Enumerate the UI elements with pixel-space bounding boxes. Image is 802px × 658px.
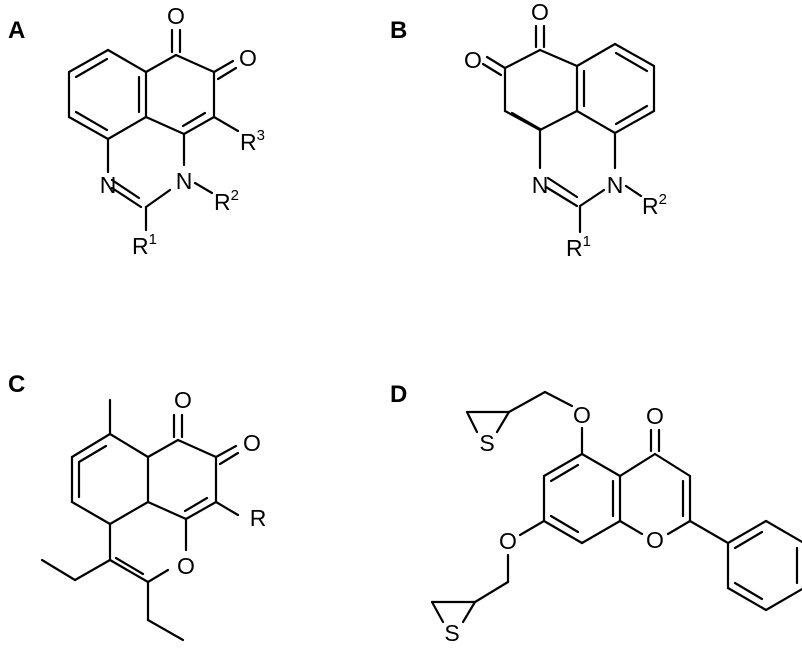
panel-d-bonds [430,390,802,624]
oxygen-atom-label: O [531,0,549,25]
substituent-r-label: R [250,505,267,531]
panel-b-structure: B [390,0,667,261]
panel-b-bonds [481,24,656,234]
oxygen-atom-label: O [174,387,192,413]
substituent-r1-label: R1 [566,233,591,261]
oxygen-atom-label: O [167,3,185,29]
oxygen-atom-label: O [243,430,261,456]
oxygen-atom-label: O [646,527,664,553]
oxygen-atom-label: O [177,553,195,579]
substituent-r1-label: R1 [132,231,157,259]
panel-a-bonds [67,28,240,232]
panel-label-c: C [8,371,25,398]
nitrogen-atom-label: N [607,172,624,198]
sulfur-atom-label: S [479,430,494,456]
substituent-r2-label: R2 [642,191,667,219]
panel-label-a: A [8,17,25,44]
nitrogen-atom-label: N [532,172,549,198]
panel-label-d: D [390,381,407,408]
oxygen-atom-label: O [573,402,591,428]
substituent-r3-label: R3 [240,127,265,155]
sulfur-atom-label: S [444,620,459,646]
panel-label-b: B [390,17,407,44]
oxygen-atom-label: O [646,403,664,429]
panel-d-structure: D [390,381,802,646]
oxygen-atom-label: O [499,528,517,554]
oxygen-atom-label: O [239,45,257,71]
panel-c-structure: C [8,371,267,642]
substituent-r2-label: R2 [214,187,239,215]
nitrogen-atom-label: N [100,172,117,198]
panel-a-structure: A [8,3,265,259]
panel-c-bonds [40,398,240,642]
oxygen-atom-label: O [464,47,482,73]
nitrogen-atom-label: N [176,168,193,194]
